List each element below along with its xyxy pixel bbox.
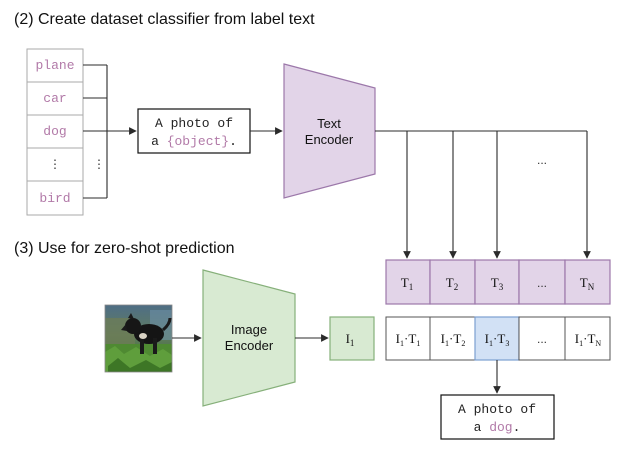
prediction: A photo of a dog. [440, 394, 555, 440]
similarity-i1-t2: I1·T2 [441, 331, 466, 348]
similarity-i1-t3: I1·T3 [485, 331, 510, 348]
label-connectors: ⋮ [83, 64, 137, 199]
similarity-row: I1·T1 I1·T2 I1·T3 ... I1·TN [385, 316, 611, 361]
prompt-line2: a {object}. [151, 134, 237, 149]
similarity-i1-t1: I1·T1 [396, 331, 421, 348]
image-encoder: Image Encoder [202, 269, 296, 407]
text-embedding-ellipsis: ... [537, 276, 547, 290]
connector-ellipsis: ⋮ [93, 157, 105, 171]
prediction-word: dog [489, 420, 512, 435]
image-embedding-i1: I1 [346, 331, 355, 348]
text-embedding-cell-5 [564, 259, 611, 305]
image-encoder-label-line2: Encoder [225, 338, 274, 353]
text-embedding-t2: T2 [446, 275, 458, 292]
label-item-car: car [43, 91, 66, 106]
text-encoder-label-line1: Text [317, 116, 341, 131]
label-item-dog: dog [43, 124, 66, 139]
label-item-plane: plane [35, 58, 74, 73]
similarity-i1-tn: I1·TN [575, 331, 602, 348]
text-embedding-t3: T3 [491, 275, 504, 292]
prompt-placeholder: {object} [167, 134, 229, 149]
similarity-cell-1 [385, 316, 431, 361]
text-embedding-t1: T1 [401, 275, 413, 292]
image-embedding: I1 [329, 316, 375, 361]
text-encoder-outputs: ... [375, 130, 591, 259]
text-embedding-cell-1 [385, 259, 431, 305]
similarity-cell-2 [429, 316, 476, 361]
image-embedding-cell [329, 316, 375, 361]
image-encoder-shape [202, 269, 296, 407]
text-encoder-shape [283, 63, 376, 199]
prediction-line2: a dog. [474, 420, 521, 435]
text-encoder-label-line2: Encoder [305, 132, 354, 147]
label-item-bird: bird [39, 191, 70, 206]
prompt-template: A photo of a {object}. [137, 108, 251, 154]
prompt-box [137, 108, 251, 154]
prediction-box [440, 394, 555, 440]
section3-heading: (3) Use for zero-shot prediction [14, 240, 235, 257]
input-photo [104, 304, 173, 373]
text-embedding-row: T1 T2 T3 ... TN [385, 259, 611, 305]
outputs-ellipsis: ... [537, 153, 547, 167]
section2-heading: (2) Create dataset classifier from label… [14, 11, 315, 28]
similarity-cell-5 [564, 316, 611, 361]
image-encoder-label-line1: Image [231, 322, 267, 337]
prediction-line1: A photo of [458, 402, 536, 417]
text-encoder: Text Encoder [283, 63, 376, 199]
similarity-ellipsis: ... [537, 332, 547, 346]
label-list: plane car dog ⋮ bird [26, 48, 84, 216]
prompt-line1: A photo of [155, 116, 233, 131]
label-list-ellipsis: ⋮ [49, 157, 61, 171]
similarity-cell-3-highlight [474, 316, 520, 361]
label-list-frame [26, 48, 84, 216]
text-embedding-cell-3 [474, 259, 520, 305]
text-embedding-tn: TN [580, 275, 595, 292]
text-embedding-cell-4 [518, 259, 566, 305]
